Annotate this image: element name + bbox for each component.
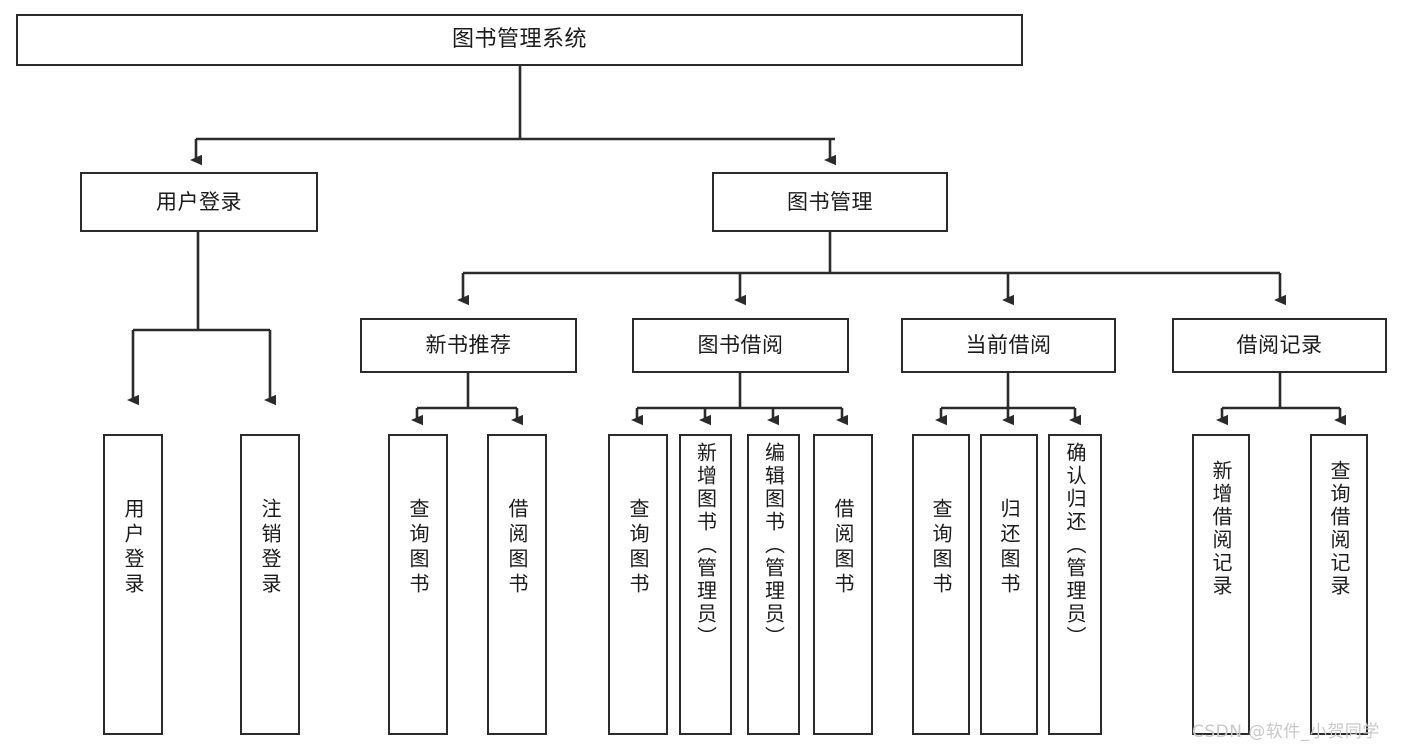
watermark-text: CSDN @软件_小贺同学	[1192, 722, 1380, 742]
node-label: 查询图书	[929, 498, 953, 598]
node-label: 借阅记录	[1236, 333, 1323, 358]
leaf-confirm-return-admin[interactable]: 确认归还（管理员）	[1048, 434, 1102, 735]
node-book-management[interactable]: 图书管理	[712, 172, 948, 232]
node-label: 借阅图书	[505, 498, 529, 598]
node-label: 新增借阅记录	[1209, 460, 1233, 598]
leaf-edit-book-admin[interactable]: 编辑图书（管理员）	[747, 434, 800, 735]
node-book-borrow[interactable]: 图书借阅	[632, 318, 849, 373]
leaf-return-book[interactable]: 归还图书	[980, 434, 1038, 735]
leaf-query-borrow-record[interactable]: 查询借阅记录	[1310, 434, 1368, 735]
leaf-add-borrow-record[interactable]: 新增借阅记录	[1192, 434, 1250, 735]
node-label: 确认归还（管理员）	[1063, 442, 1087, 649]
node-current-borrow[interactable]: 当前借阅	[901, 318, 1116, 373]
leaf-user-login[interactable]: 用户登录	[103, 434, 163, 735]
node-label: 注销登录	[258, 498, 282, 598]
node-label: 新增图书（管理员）	[693, 442, 718, 649]
node-label: 借阅图书	[831, 498, 855, 598]
leaf-logout-login[interactable]: 注销登录	[240, 434, 300, 735]
node-label: 用户登录	[156, 189, 242, 214]
node-label: 归还图书	[997, 498, 1021, 598]
node-root-book-management-system[interactable]: 图书管理系统	[16, 14, 1023, 66]
leaf-query-book-recommend[interactable]: 查询图书	[388, 434, 448, 735]
node-user-login[interactable]: 用户登录	[80, 172, 318, 232]
node-label: 图书管理系统	[451, 26, 587, 52]
node-label: 用户登录	[121, 498, 145, 598]
leaf-query-book-borrow[interactable]: 查询图书	[608, 434, 668, 735]
leaf-borrow-book-recommend[interactable]: 借阅图书	[487, 434, 547, 735]
node-label: 查询借阅记录	[1327, 460, 1351, 598]
leaf-borrow-book[interactable]: 借阅图书	[813, 434, 873, 735]
node-borrow-record[interactable]: 借阅记录	[1172, 318, 1387, 373]
node-label: 图书借阅	[697, 333, 784, 358]
node-label: 新书推荐	[425, 333, 512, 358]
leaf-add-book-admin[interactable]: 新增图书（管理员）	[679, 434, 732, 735]
node-label: 图书管理	[787, 189, 873, 214]
leaf-query-book-current[interactable]: 查询图书	[912, 434, 970, 735]
node-label: 编辑图书（管理员）	[761, 442, 786, 649]
node-label: 查询图书	[406, 498, 430, 598]
node-new-book-recommend[interactable]: 新书推荐	[360, 318, 577, 373]
node-label: 当前借阅	[965, 333, 1052, 358]
node-label: 查询图书	[626, 498, 650, 598]
